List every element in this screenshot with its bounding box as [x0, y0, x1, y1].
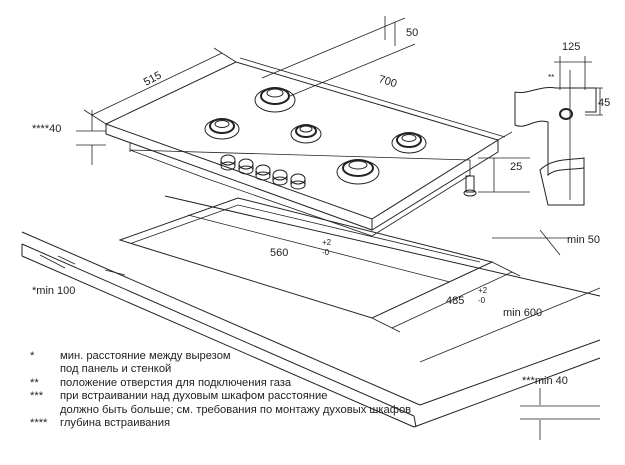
dim-125: 125 [562, 41, 580, 53]
knob-icon [255, 164, 271, 181]
dimension-labels: 50 515 700 125 ** 45 25 ****40 min 50 56… [32, 27, 610, 387]
footnote: ** положение отверстия для подключения г… [30, 377, 590, 390]
burner-rear-left [254, 87, 296, 113]
gas-connector [465, 175, 475, 193]
burner-right [391, 132, 427, 154]
knob-icon [238, 158, 254, 175]
dim-min-40: ***min 40 [522, 375, 568, 387]
burner-front-wok [336, 159, 380, 185]
footnote-mark: *** [30, 390, 44, 403]
dim-485: 485 [446, 295, 464, 307]
control-knobs [220, 154, 306, 190]
footnotes: * мин. расстояние между вырезом под пане… [30, 350, 590, 430]
footnote-text: мин. расстояние между вырезом под панель… [60, 350, 231, 376]
burner-mid-left [204, 118, 240, 140]
dim-560-tol-minus: -0 [322, 248, 330, 257]
knob-icon [272, 169, 288, 186]
worktop [21, 195, 601, 428]
dim-50-top: 50 [406, 27, 418, 39]
gas-hob [104, 61, 500, 237]
footnote-text: глубина встраивания [60, 417, 171, 430]
footnote-text: положение отверстия для подключения газа [60, 376, 292, 389]
dim-700: 700 [377, 73, 398, 90]
dimension-lines [39, 16, 601, 440]
dim-485-tol-minus: -0 [478, 296, 486, 305]
dim-min-600: min 600 [503, 307, 542, 319]
footnote-mark: **** [30, 417, 48, 430]
dim-depth-40: ****40 [32, 123, 61, 135]
footnote-mark: ** [30, 376, 39, 389]
dim-515: 515 [142, 69, 164, 88]
dim-560-tol-plus: +2 [322, 238, 332, 247]
burners [204, 87, 427, 185]
footnote: *** при встраивании над духовым шкафом р… [30, 390, 590, 417]
burner-center [290, 124, 322, 144]
footnote-mark: * [30, 350, 35, 362]
dim-25: 25 [510, 161, 522, 173]
footnote-text: при встраивании над духовым шкафом расст… [60, 390, 412, 416]
gas-connection-detail [514, 56, 603, 206]
knob-icon [220, 154, 236, 171]
dim-485-tol-plus: +2 [478, 286, 488, 295]
dim-560: 560 [270, 247, 288, 259]
knob-icon [290, 173, 306, 190]
gas-hole-icon [559, 108, 573, 120]
dim-gas-star: ** [548, 73, 554, 82]
dim-min-50: min 50 [567, 234, 600, 246]
dim-min-100: *min 100 [32, 285, 75, 297]
dim-45: 45 [598, 97, 610, 109]
footnote: * мин. расстояние между вырезом под пане… [30, 350, 590, 377]
footnote: **** глубина встраивания [30, 417, 590, 430]
